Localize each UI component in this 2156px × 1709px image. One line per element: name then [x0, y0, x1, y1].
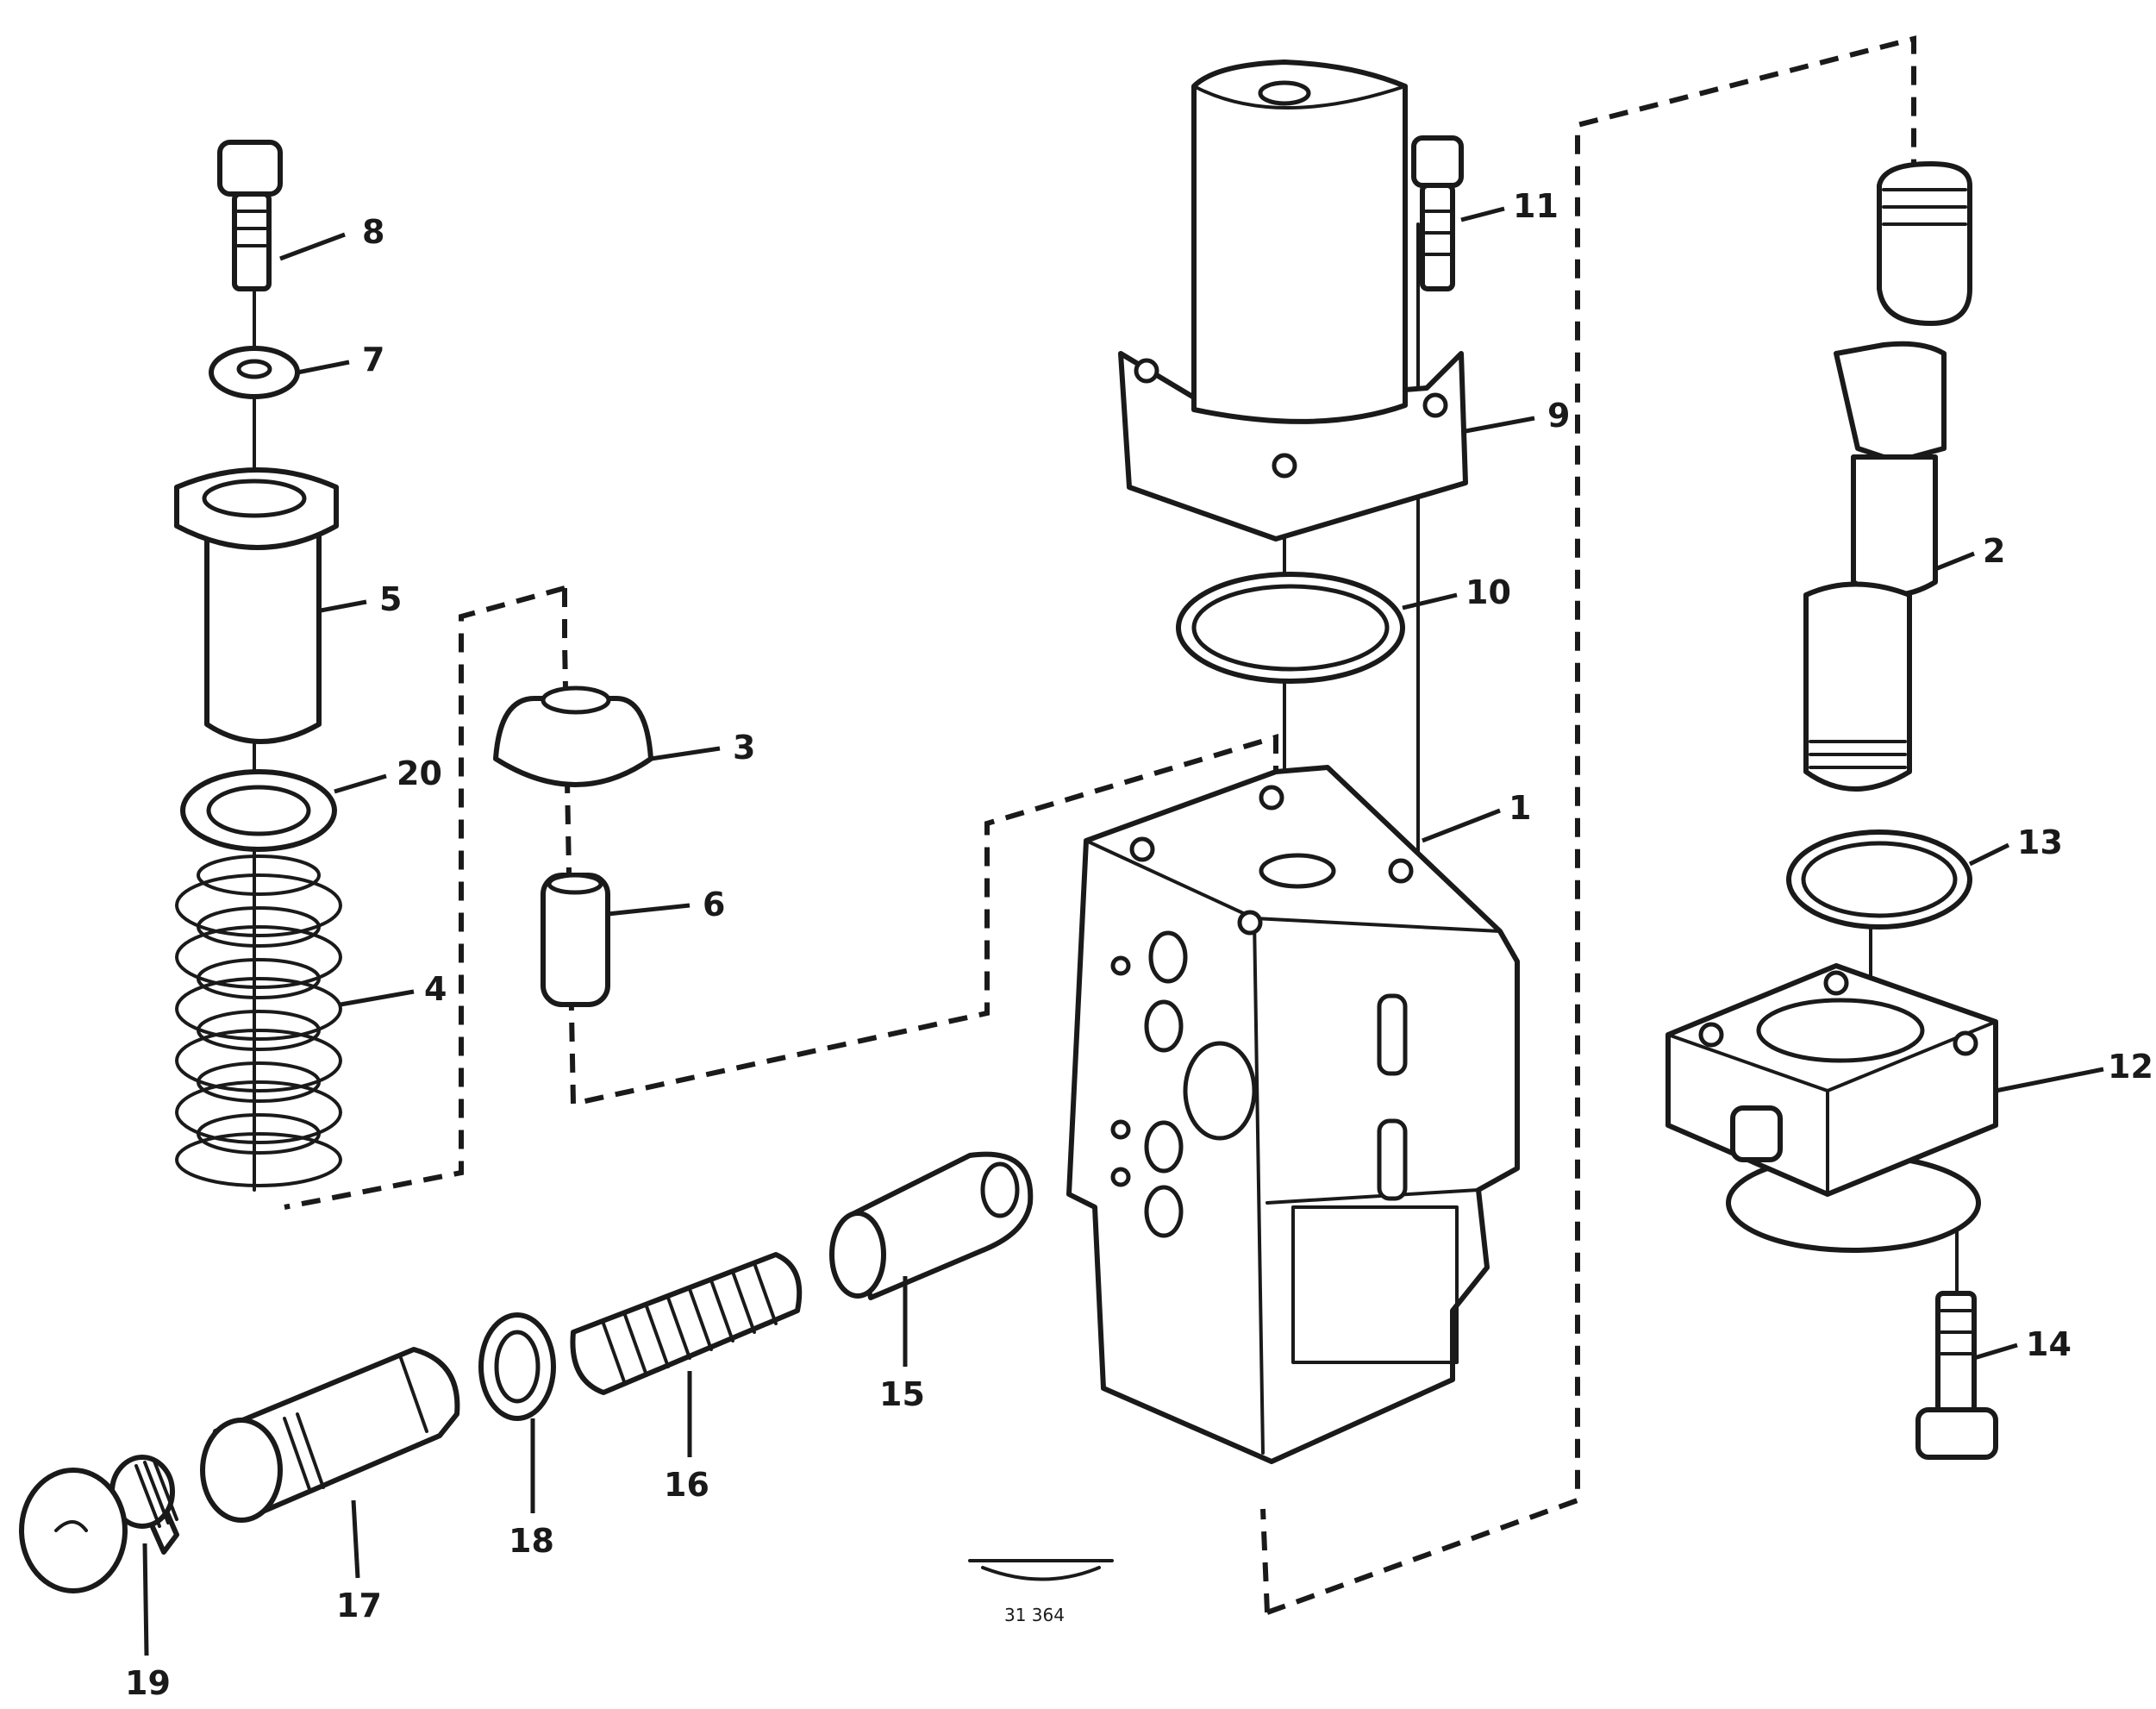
part-o-ring-13 — [1786, 829, 1972, 930]
callout-4: 4 — [424, 970, 447, 1008]
part-pin — [541, 873, 610, 1007]
reference-mark: 31 364 — [968, 1559, 1114, 1625]
part-flange — [1665, 963, 1998, 1253]
callout-9: 9 — [1547, 397, 1570, 435]
part-screw-top-left — [217, 140, 283, 291]
callout-11: 11 — [1513, 187, 1559, 225]
callout-labels: 8 7 5 20 4 3 6 11 9 10 1 2 13 12 14 15 1… — [125, 187, 2153, 1702]
callout-14: 14 — [2026, 1325, 2072, 1363]
part-sleeve — [174, 467, 339, 744]
callout-6: 6 — [703, 886, 725, 923]
callout-19: 19 — [125, 1664, 171, 1702]
assembly-guide-lines — [284, 35, 1916, 1615]
part-valve-body — [1066, 765, 1520, 1464]
part-piston — [829, 1151, 1034, 1300]
callout-3: 3 — [733, 729, 755, 767]
part-flange-screw — [1915, 1291, 1998, 1460]
part-seal-18 — [478, 1312, 556, 1421]
callout-12: 12 — [2108, 1048, 2153, 1086]
reference-code: 31 364 — [1004, 1605, 1065, 1625]
part-solenoid — [1118, 59, 1468, 541]
part-solenoid-screw — [1411, 135, 1464, 291]
callout-5: 5 — [379, 580, 402, 618]
callout-15: 15 — [879, 1375, 925, 1413]
callout-2: 2 — [1983, 532, 2005, 570]
callout-1: 1 — [1509, 789, 1531, 827]
callout-7: 7 — [362, 341, 384, 379]
part-washer — [209, 346, 300, 399]
callout-13: 13 — [2017, 823, 2063, 861]
part-end-plug — [19, 1455, 179, 1593]
part-cap — [493, 685, 653, 787]
callout-20: 20 — [397, 754, 442, 792]
callout-17: 17 — [336, 1587, 382, 1624]
leader-lines — [142, 206, 2104, 1656]
part-ring-20 — [180, 769, 337, 852]
part-spool — [1803, 161, 1972, 792]
callout-18: 18 — [509, 1522, 554, 1560]
part-o-ring-10 — [1176, 572, 1405, 684]
callout-16: 16 — [664, 1466, 709, 1504]
part-spring-16 — [570, 1252, 803, 1395]
part-spring — [175, 854, 342, 1187]
callout-10: 10 — [1465, 573, 1511, 611]
callout-8: 8 — [362, 213, 384, 251]
part-plug-17 — [200, 1347, 460, 1523]
